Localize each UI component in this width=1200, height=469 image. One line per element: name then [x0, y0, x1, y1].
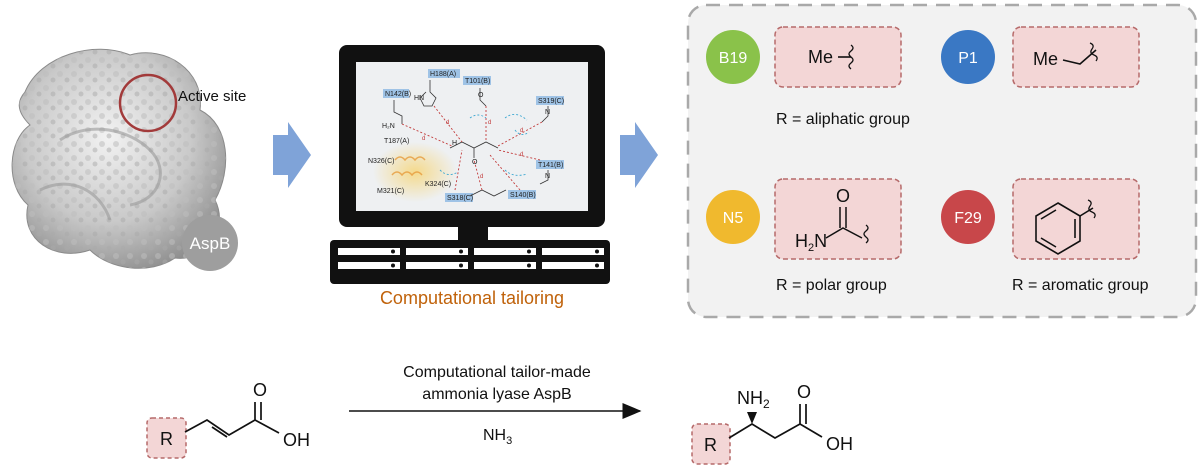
residue-label: T101(B) [465, 78, 490, 85]
atom-label: N [545, 109, 550, 116]
atom-label: H₂N [382, 123, 395, 130]
residue-tag-s318 [445, 193, 473, 202]
active-site-circle [118, 73, 178, 133]
attachment-wavy-bond [1087, 199, 1096, 219]
aspb-badge-label: AspB [190, 234, 231, 253]
distance-label: d [520, 152, 523, 158]
residue-label: S140(B) [510, 192, 536, 199]
residue-label: T187(A) [384, 138, 409, 145]
residue-label: H188(A) [430, 71, 456, 78]
residue-tag-t141 [536, 160, 564, 169]
attachment-wavy-bond [1089, 42, 1098, 62]
bond [825, 227, 863, 239]
distance-label: d [480, 174, 483, 180]
amide-nh2-label: H2N [795, 231, 827, 254]
residue-label: M321(C) [377, 188, 404, 195]
product-r-label: R [704, 435, 717, 455]
interaction-diagram: H188(A) T101(B) N142(B) S319(C) T187(A) … [368, 69, 564, 202]
aliphatic-group-label: R = aliphatic group [776, 111, 910, 128]
substrate-o-label: O [253, 380, 267, 400]
substrate-structure [146, 402, 280, 459]
residue-tag-h188 [428, 69, 460, 78]
atom-label: H [452, 140, 457, 147]
phenyl-ring [1035, 202, 1094, 255]
badge-p1-label: P1 [958, 50, 978, 67]
residue-tag-s319 [536, 96, 564, 105]
residue-label: S319(C) [538, 98, 564, 105]
bond [1062, 49, 1097, 65]
badge-f29-label: F29 [954, 210, 982, 227]
distance-label: d [520, 128, 523, 134]
product-r-box [691, 423, 731, 465]
substrate-r-label: R [160, 429, 173, 449]
carbonyl-o-label: O [836, 186, 850, 206]
active-site-label: Active site [178, 88, 246, 105]
product-oh-label: OH [826, 434, 853, 454]
aromatic-group-label: R = aromatic group [1012, 277, 1149, 294]
residue-tag-n142 [383, 89, 409, 98]
residue-label: N326(C) [368, 158, 394, 165]
distance-label: d [446, 120, 449, 126]
computational-tailoring-caption: Computational tailoring [380, 288, 564, 308]
enzyme-label-line2: ammonia lyase AspB [422, 386, 571, 403]
residue-tag-s140 [508, 190, 536, 199]
r-group-box-n5 [774, 178, 902, 260]
atom-label: N [545, 173, 550, 180]
residue-label: N142(B) [385, 91, 411, 98]
enzyme-label-line1: Computational tailor-made [403, 364, 591, 381]
stereo-wedge-bond [747, 412, 757, 424]
atom-label: HN [414, 95, 424, 102]
substrate-oh-label: OH [283, 430, 310, 450]
distance-label: d [422, 136, 425, 142]
residue-label: T141(B) [538, 162, 563, 169]
badge-p1 [941, 30, 995, 84]
r-group-box-p1 [1012, 26, 1140, 88]
distance-label: d [488, 120, 491, 126]
r-group-box-f29 [1012, 178, 1140, 260]
methyl-label: Me [1033, 49, 1058, 69]
polar-group-label: R = polar group [776, 277, 887, 294]
badge-n5 [706, 190, 760, 244]
product-structure [691, 404, 823, 465]
residue-label: S318(C) [447, 195, 473, 202]
attachment-wavy-bond [848, 44, 854, 70]
substrate-r-box [146, 417, 187, 459]
badge-b19 [706, 30, 760, 84]
flow-arrow-1 [273, 122, 311, 188]
badge-f29 [941, 190, 995, 244]
residue-tag-t101 [463, 76, 491, 85]
atom-label: O [478, 92, 484, 99]
aspb-badge [182, 215, 238, 271]
protein-structure [11, 48, 227, 269]
methyl-label: Me [808, 47, 833, 67]
residue-label: K324(C) [425, 181, 451, 188]
flow-arrow-2 [620, 122, 658, 188]
product-nh2-label: NH2 [737, 388, 770, 411]
badge-b19-label: B19 [719, 50, 748, 67]
reagent-nh3-label: NH3 [483, 427, 512, 447]
badge-n5-label: N5 [723, 210, 744, 227]
attachment-wavy-bond [863, 224, 869, 244]
product-o-label: O [797, 382, 811, 402]
